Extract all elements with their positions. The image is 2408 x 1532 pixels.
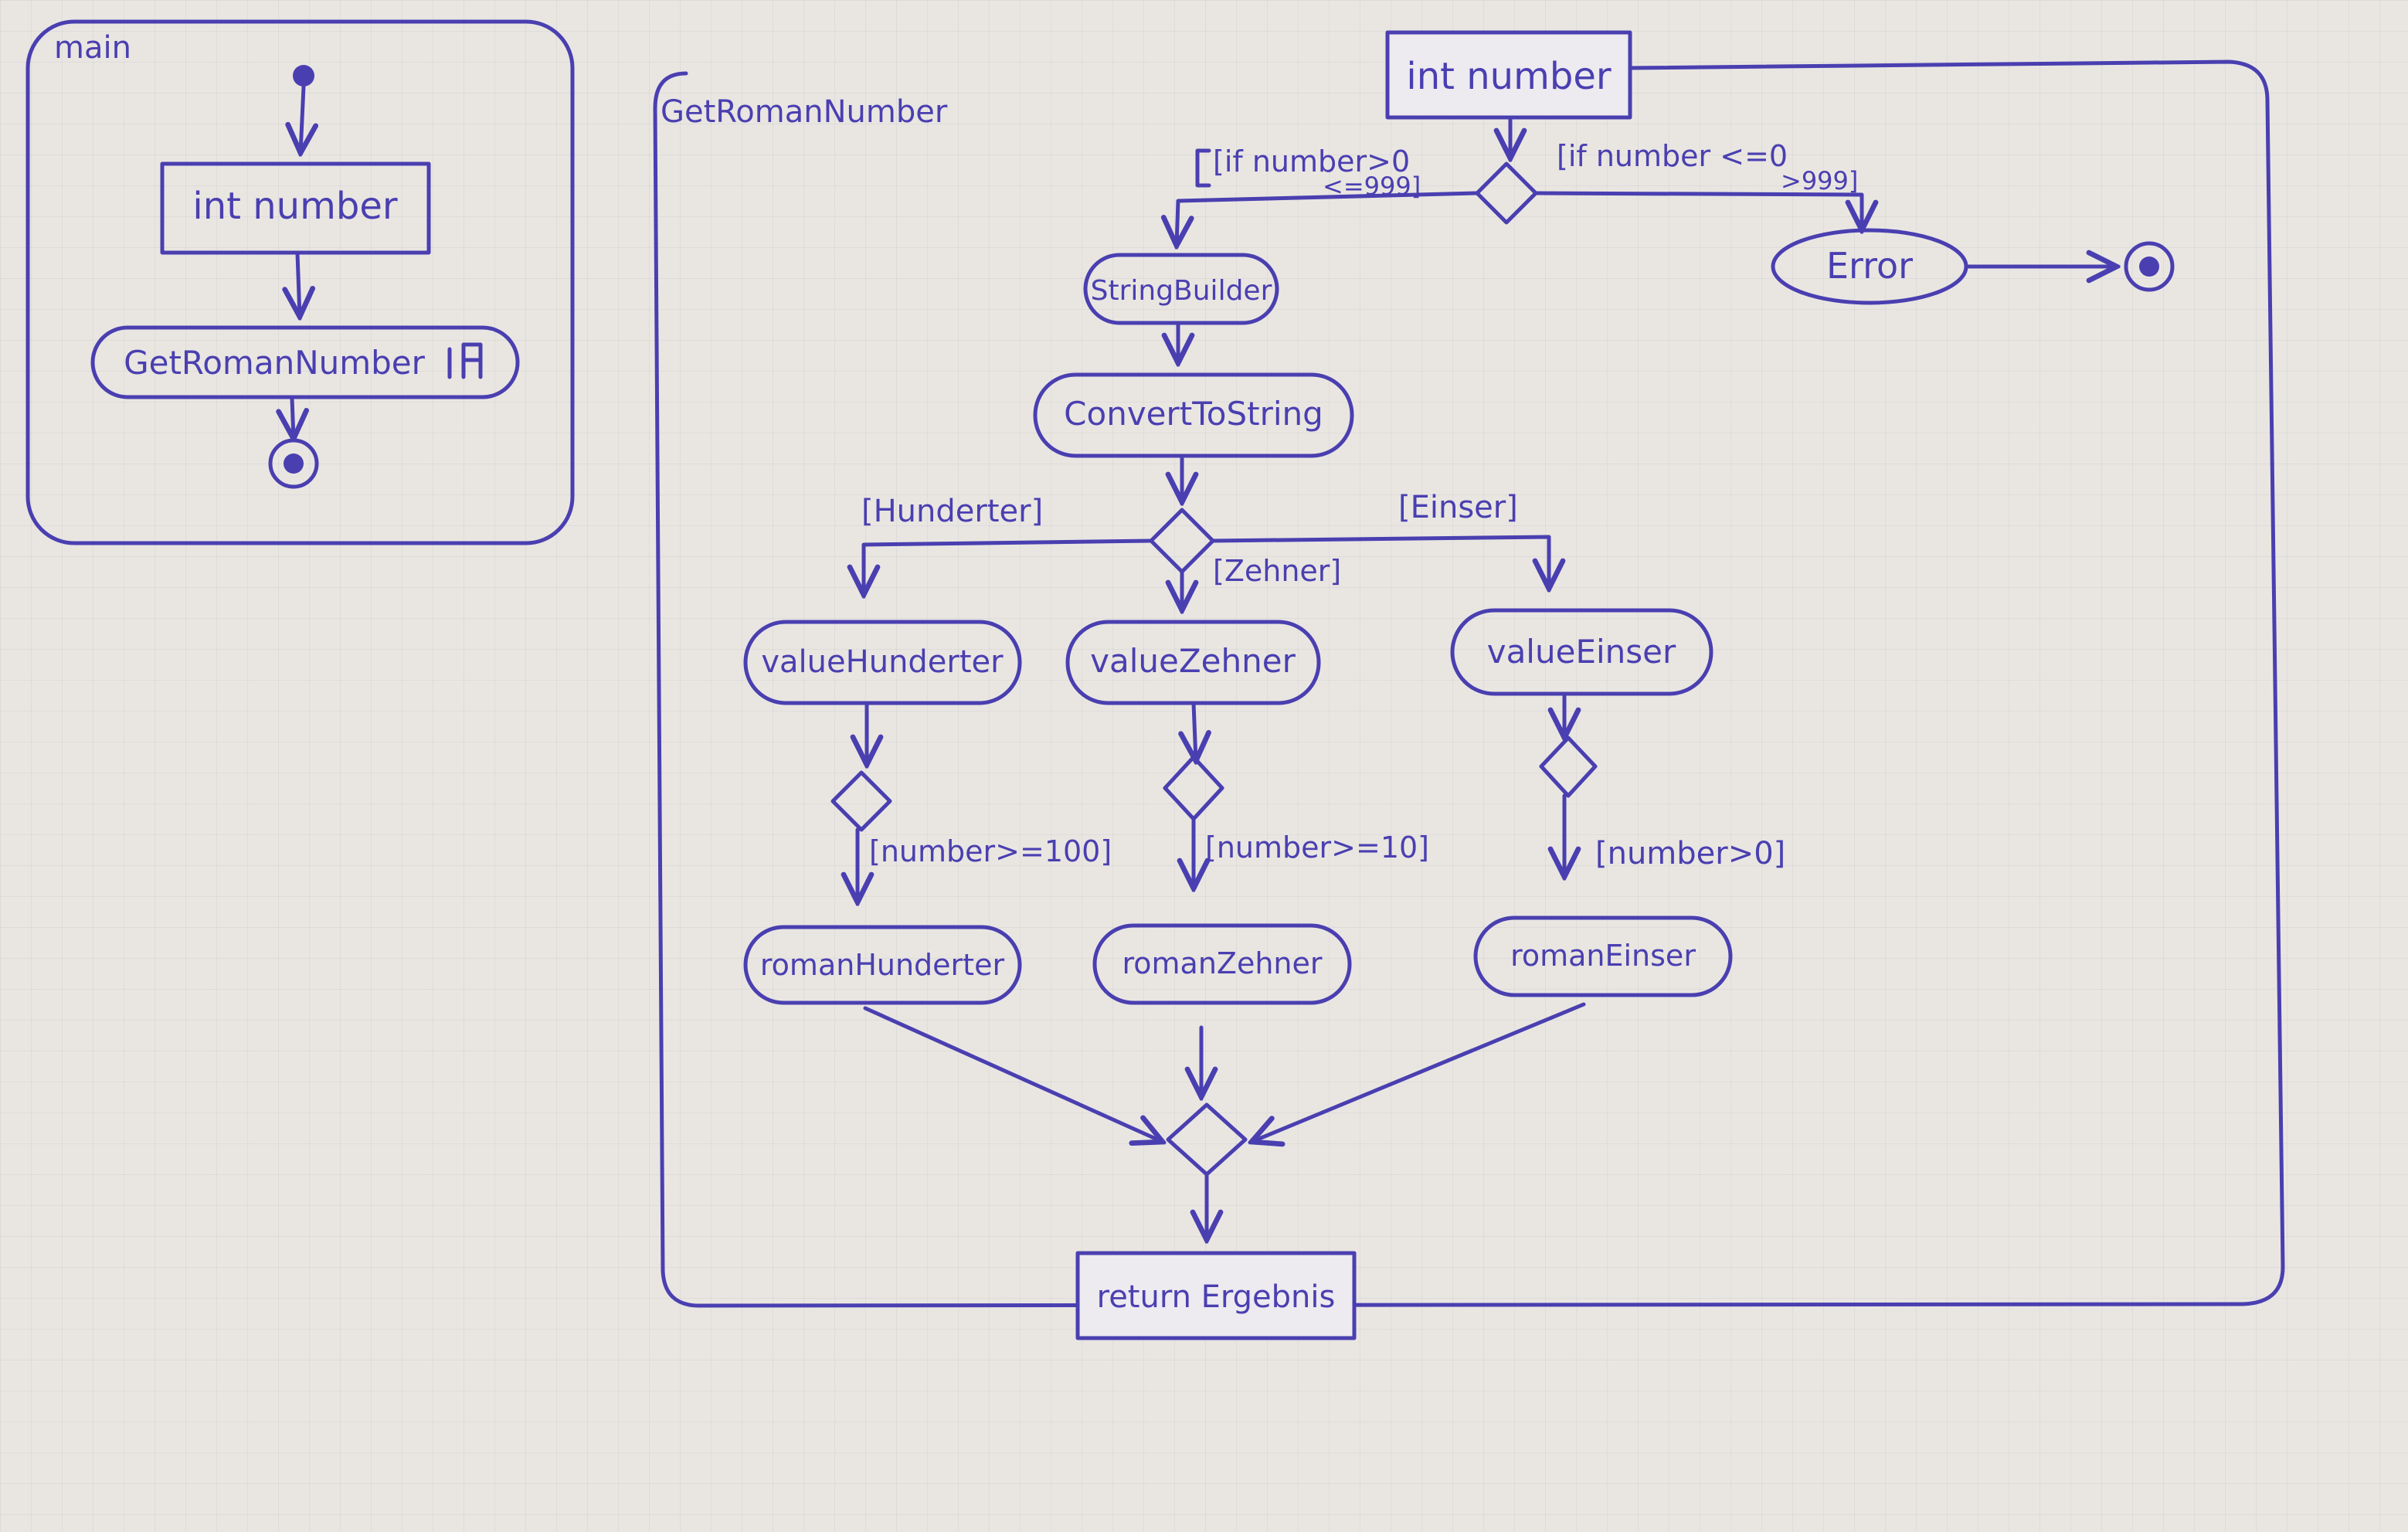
- roman-hunderter-node-label: romanHunderter: [760, 948, 1005, 982]
- flow-decision-to-error: [1533, 191, 1862, 230]
- getroman-input-pin: int number: [1385, 30, 1632, 120]
- guard-invalid-line1: [if number <=0: [1557, 139, 1788, 173]
- main-flow-start-to-input: [301, 84, 304, 153]
- guard-einser: [Einser]: [1398, 490, 1518, 525]
- flow-value-zehner-to-decision: [1194, 701, 1196, 761]
- main-flow-call-to-final: [292, 396, 294, 439]
- guard-valid-line1: [if number>0: [1213, 144, 1410, 178]
- getroman-frame-label: GetRomanNumber: [661, 94, 948, 130]
- error-node-label: Error: [1826, 245, 1913, 287]
- roman-zehner-node-label: romanZehner: [1122, 946, 1322, 980]
- main-frame-label: main: [54, 30, 131, 66]
- convert-node-label: ConvertToString: [1064, 395, 1323, 433]
- decision-range: [1475, 161, 1538, 225]
- stringbuilder-node: StringBuilder: [1083, 253, 1279, 325]
- guard-invalid-range: [if number <=0 >999]: [1557, 139, 1858, 195]
- roman-einser-node-label: romanEinser: [1510, 939, 1696, 973]
- guard-number-0: [number>0]: [1595, 836, 1785, 871]
- value-zehner-node: valueZehner: [1065, 620, 1321, 705]
- flow-decision-to-stringbuilder: [1177, 191, 1479, 246]
- value-hunderter-node-label: valueHunderter: [761, 644, 1004, 680]
- merge-node: [1166, 1102, 1248, 1177]
- stringbuilder-node-label: StringBuilder: [1091, 275, 1272, 307]
- guard-number-100: [number>=100]: [869, 834, 1112, 868]
- flow-roman-einser-to-merge: [1252, 1002, 1586, 1142]
- decision-digit: [1149, 508, 1215, 574]
- flow-digit-to-einser: [1211, 535, 1549, 589]
- flow-roman-hunderter-to-merge: [863, 1006, 1163, 1142]
- roman-einser-node: romanEinser: [1473, 915, 1733, 997]
- guard-invalid-line2: >999]: [1781, 166, 1858, 195]
- main-input-node: int number: [160, 161, 431, 255]
- main-flow-input-to-call: [297, 251, 300, 317]
- getroman-output-pin: return Ergebnis: [1075, 1251, 1357, 1340]
- main-call-node: GetRomanNumber: [90, 325, 520, 399]
- flow-digit-to-hunderter: [864, 538, 1153, 595]
- value-einser-node-label: valueEinser: [1487, 633, 1676, 671]
- guard-valid-range: [if number>0 <=999]: [1195, 144, 1421, 201]
- guard-zehner: [Zehner]: [1213, 554, 1341, 588]
- main-call-node-label: GetRomanNumber: [124, 344, 426, 382]
- main-initial-node: [293, 65, 314, 87]
- getroman-input-pin-label: int number: [1406, 55, 1611, 98]
- getroman-output-pin-label: return Ergebnis: [1097, 1279, 1336, 1315]
- getroman-frame: GetRomanNumber: [653, 59, 2285, 1308]
- guard-valid-line2: <=999]: [1323, 172, 1421, 201]
- decision-zehner: [1163, 755, 1224, 821]
- convert-node: ConvertToString: [1033, 372, 1354, 458]
- guard-hunderter: [Hunderter]: [861, 494, 1043, 529]
- decision-hunderter: [830, 770, 892, 832]
- rake-icon: [447, 342, 483, 379]
- getroman-final-node: [2124, 241, 2175, 292]
- roman-hunderter-node: romanHunderter: [743, 925, 1022, 1005]
- main-frame: main: [25, 19, 575, 545]
- main-final-node: [268, 438, 319, 489]
- decision-einser: [1539, 735, 1598, 798]
- value-zehner-node-label: valueZehner: [1090, 642, 1296, 680]
- value-hunderter-node: valueHunderter: [743, 620, 1022, 705]
- main-input-node-label: int number: [192, 185, 397, 228]
- error-node: Error: [1771, 228, 1968, 305]
- roman-zehner-node: romanZehner: [1092, 923, 1352, 1005]
- value-einser-node: valueEinser: [1450, 608, 1713, 696]
- guard-number-10: [number>=10]: [1205, 831, 1429, 865]
